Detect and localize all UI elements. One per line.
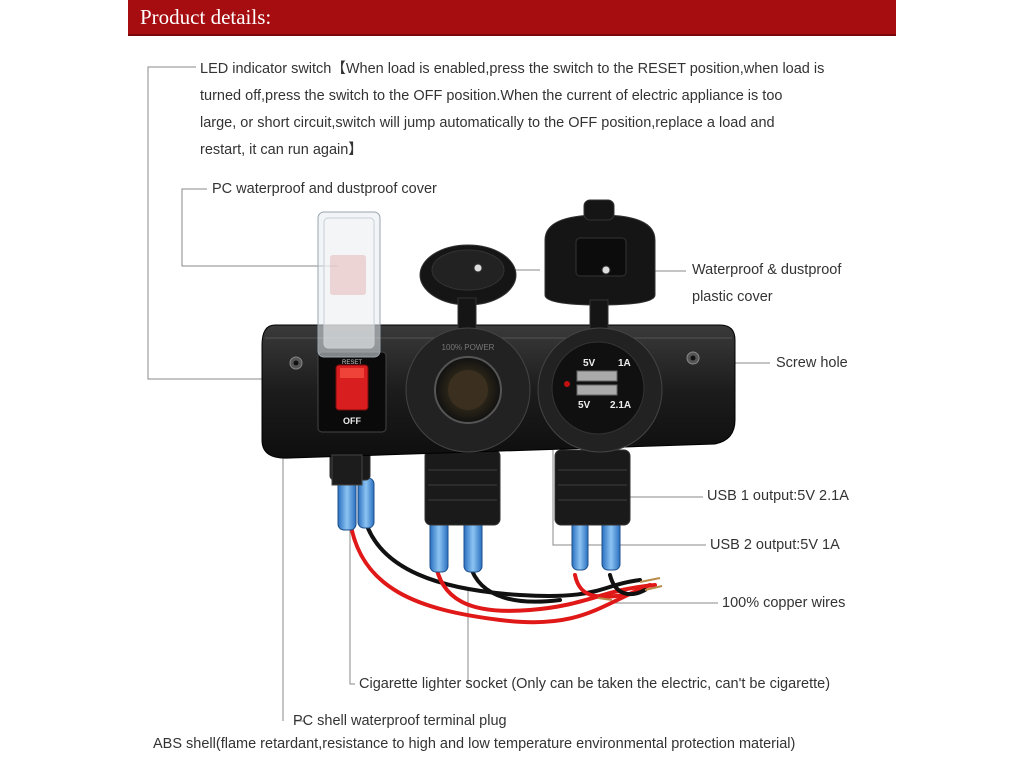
header-bar: Product details: <box>128 0 896 36</box>
lighter-rim-text: 100% POWER <box>442 343 495 352</box>
led-switch-description: LED indicator switch【When load is enable… <box>200 56 880 164</box>
led-description-line-3: large, or short circuit,switch will jump… <box>200 115 775 131</box>
led-description-line-4: restart, it can run again】 <box>200 142 363 158</box>
usb-bottom-volt: 5V <box>578 400 591 411</box>
rocker-switch <box>317 351 387 433</box>
callout-abs-shell: ABS shell(flame retardant,resistance to … <box>153 736 796 752</box>
callout-pc-cover: PC waterproof and dustproof cover <box>212 181 437 197</box>
usb-top-volt: 5V <box>583 358 596 369</box>
reset-label: RESET <box>342 360 362 366</box>
wires <box>348 518 657 625</box>
pc-cover <box>317 211 381 358</box>
off-label: OFF <box>343 416 361 426</box>
callout-terminal-plug: PC shell waterproof terminal plug <box>293 713 507 729</box>
usb-top-amp: 1A <box>618 358 631 369</box>
usb-bottom-amp: 2.1A <box>610 400 631 411</box>
callout-copper-wires: 100% copper wires <box>722 595 846 611</box>
socket-threads <box>428 469 627 501</box>
led-description-line-1: LED indicator switch【When load is enable… <box>200 61 825 77</box>
callout-waterproof-cover-line1: Waterproof & dustproof <box>692 262 842 278</box>
callout-screw-hole: Screw hole <box>776 355 848 371</box>
page-title: Product details: <box>140 5 272 29</box>
callout-cigarette-socket: Cigarette lighter socket (Only can be ta… <box>359 676 831 692</box>
callout-waterproof-cover-line2: plastic cover <box>692 289 773 305</box>
copper-wire-ends <box>597 577 663 601</box>
usb-socket <box>537 327 663 453</box>
callout-usb2: USB 2 output:5V 1A <box>710 537 840 553</box>
usb-cap <box>544 199 656 343</box>
lighter-socket <box>405 327 531 453</box>
callout-usb1: USB 1 output:5V 2.1A <box>707 488 849 504</box>
led-description-line-2: turned off,press the switch to the OFF p… <box>200 88 783 104</box>
